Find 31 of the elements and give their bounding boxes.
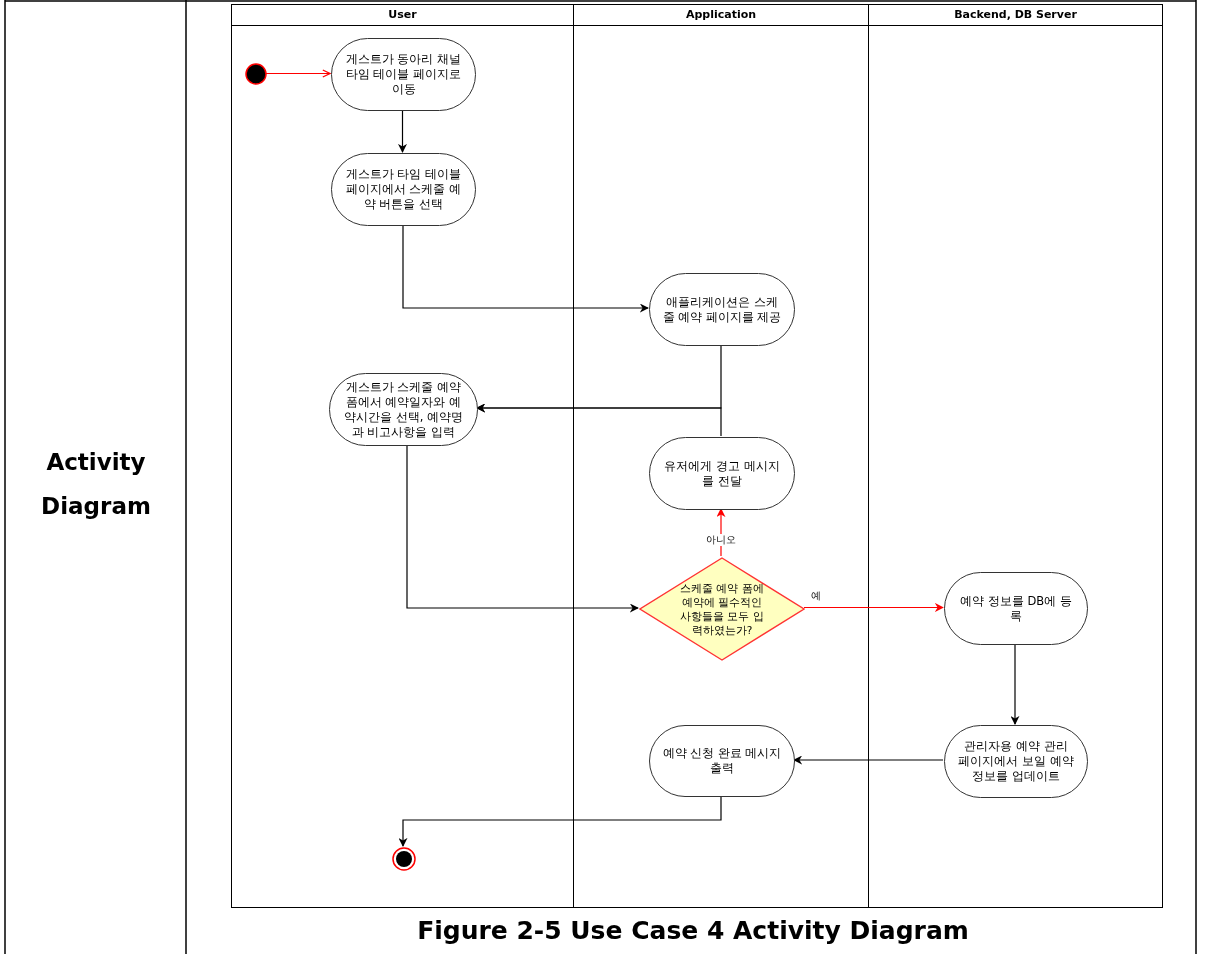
swimlane (231, 4, 574, 908)
swimlane (868, 4, 1163, 908)
end-node (392, 847, 416, 871)
row-heading: Activity Diagram (40, 448, 152, 521)
edge-label: 아니오 (705, 534, 737, 546)
arrow (1010, 643, 1020, 725)
edge-label: 예 (810, 590, 822, 602)
lane-header: Backend, DB Server (869, 5, 1162, 26)
lane-header: Application (574, 5, 868, 26)
lane-header: User (232, 5, 573, 26)
start-node (245, 63, 267, 85)
activity-box: 게스트가 동아리 채널 타임 테이블 페이지로 이동 (331, 38, 476, 111)
decision-text: 스케줄 예약 폼에 예약에 필수적인 사항들을 모두 입력하였는가? (680, 581, 764, 637)
activity-box: 게스트가 타임 테이블 페이지에서 스케줄 예약 버튼을 선택 (331, 153, 476, 226)
activity-box: 애플리케이션은 스케줄 예약 페이지를 제공 (649, 273, 795, 346)
arrow (793, 755, 944, 765)
arrow (398, 795, 722, 847)
activity-box: 예약 신청 완료 메시지 출력 (649, 725, 795, 797)
activity-box: 예약 정보를 DB에 등록 (944, 572, 1088, 645)
swimlane (573, 4, 869, 908)
activity-box: 유저에게 경고 메시지를 전달 (649, 437, 795, 510)
figure-caption: Figure 2-5 Use Case 4 Activity Diagram (416, 916, 970, 945)
arrow (398, 109, 407, 153)
arrow (406, 444, 639, 613)
arrow (476, 403, 722, 437)
activity-box: 관리자용 예약 관리 페이지에서 보일 예약 정보를 업데이트 (944, 725, 1088, 798)
arrow (402, 224, 649, 313)
arrow (803, 603, 944, 612)
activity-box: 게스트가 스케줄 예약 폼에서 예약일자와 예약시간을 선택, 예약명과 비고사항을 입력 (329, 373, 478, 446)
arrow (265, 69, 331, 78)
decision-diamond (639, 557, 805, 661)
